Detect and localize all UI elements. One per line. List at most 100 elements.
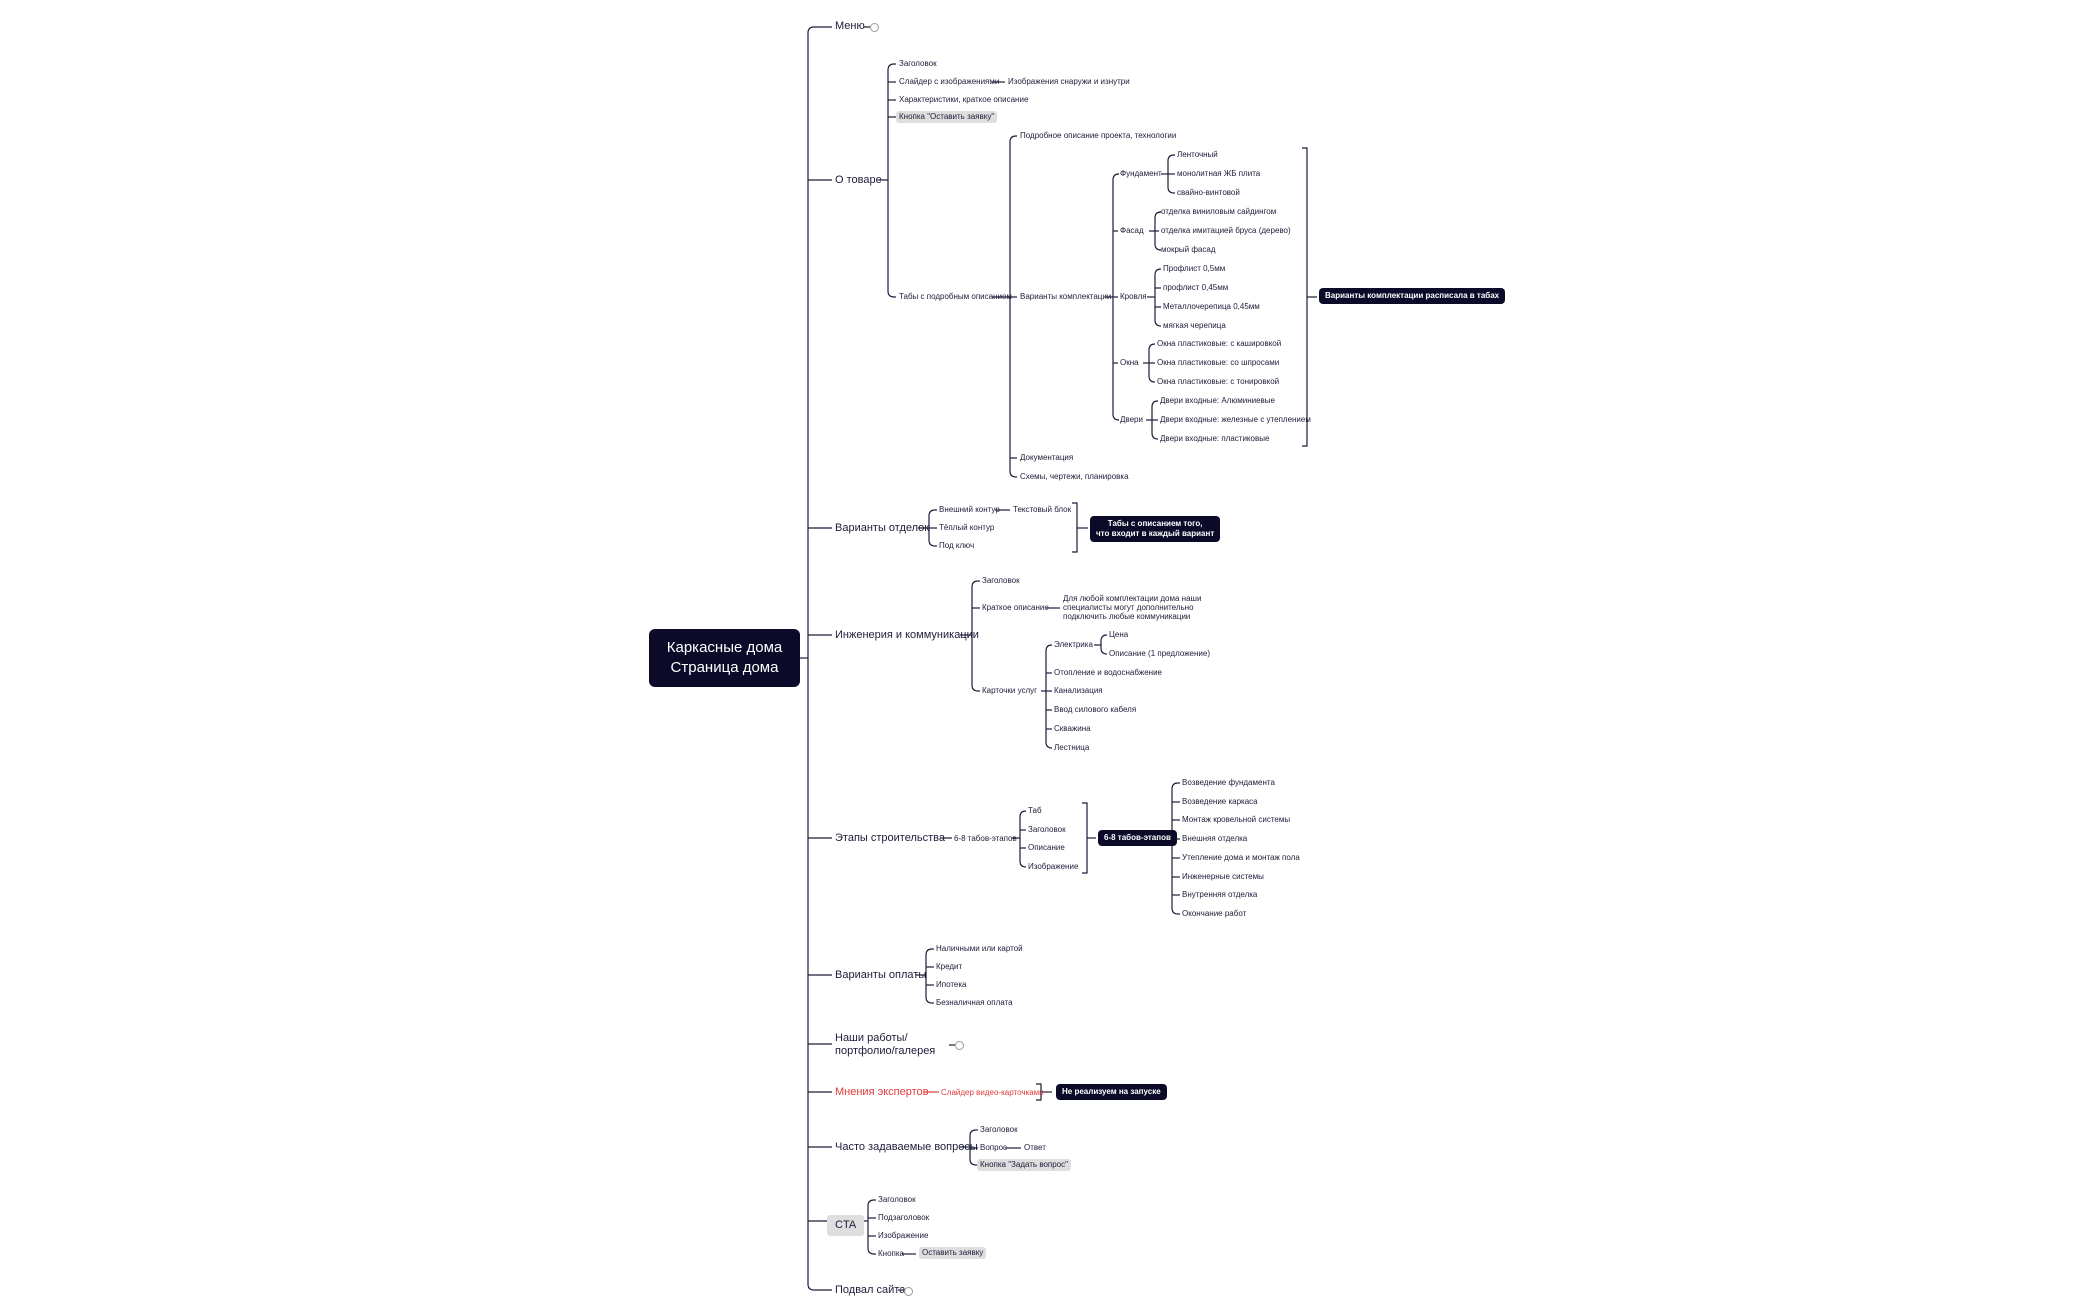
- eng-electric: Электрика: [1054, 640, 1093, 649]
- node-stages[interactable]: Этапы строительства: [835, 832, 945, 844]
- cta-item: Изображение: [878, 1231, 929, 1240]
- connector: [971, 580, 979, 692]
- collapse-icon[interactable]: [955, 1041, 964, 1050]
- roof-item: Металлочерепица 0,45мм: [1163, 302, 1260, 311]
- connector: [925, 948, 933, 1004]
- connector: [1082, 802, 1088, 874]
- stages-tab-item: Описание: [1028, 843, 1065, 852]
- node-footer[interactable]: Подвал сайта: [835, 1284, 906, 1296]
- faq-ask-button: Кнопка "Задать вопрос": [977, 1159, 1072, 1171]
- finish-item: Внешний контур: [939, 505, 1000, 514]
- eng-desc-line: подключить любые коммуникации: [1063, 612, 1191, 621]
- option-foundation: Фундамент: [1120, 169, 1162, 178]
- connector: [887, 63, 895, 298]
- eng-service: Скважина: [1054, 724, 1091, 733]
- stage-item: Утепление дома и монтаж пола: [1182, 853, 1300, 862]
- product-specs: Характеристики, краткое описание: [899, 95, 1029, 104]
- doors-item: Двери входные: пластиковые: [1160, 434, 1270, 443]
- node-works-line2[interactable]: портфолио/галерея: [835, 1045, 936, 1057]
- node-menu[interactable]: Меню: [835, 20, 865, 32]
- eng-short-desc: Краткое описание: [982, 603, 1049, 612]
- option-doors: Двери: [1120, 415, 1143, 424]
- stages-tab-item: Изображение: [1028, 862, 1079, 871]
- payment-item: Ипотека: [936, 980, 967, 989]
- root-node[interactable]: Каркасные дома Страница дома: [649, 629, 800, 687]
- connector: [1171, 782, 1179, 915]
- collapse-icon[interactable]: [904, 1287, 913, 1296]
- connector: [1009, 135, 1017, 478]
- node-payment[interactable]: Варианты оплаты: [835, 969, 927, 981]
- facade-item: отделка имитацией бруса (дерево): [1161, 226, 1291, 235]
- payment-item: Безналичная оплата: [936, 998, 1013, 1007]
- node-engineering[interactable]: Инженерия и коммуникации: [835, 629, 979, 641]
- stage-item: Инженерные системы: [1182, 872, 1264, 881]
- faq-title: Заголовок: [980, 1125, 1018, 1134]
- note-experts: Не реализуем на запуске: [1056, 1084, 1167, 1100]
- payment-item: Наличными или картой: [936, 944, 1023, 953]
- roof-item: профлист 0,45мм: [1163, 283, 1229, 292]
- stages-tabs: 6-8 табов-этапов: [954, 834, 1017, 843]
- finish-text-block: Текстовый блок: [1013, 505, 1072, 514]
- eng-desc-line: специалисты могут дополнительно: [1063, 603, 1194, 612]
- foundation-item: монолитная ЖБ плита: [1177, 169, 1261, 178]
- finish-item: Под ключ: [939, 541, 975, 550]
- faq-question: Вопрос: [980, 1143, 1008, 1152]
- roof-item: мягкая черепица: [1163, 321, 1226, 330]
- stage-item: Монтаж кровельной системы: [1182, 815, 1291, 824]
- node-faq[interactable]: Часто задаваемые вопросы: [835, 1141, 978, 1153]
- eng-title: Заголовок: [982, 576, 1020, 585]
- eng-service: Ввод силового кабеля: [1054, 705, 1137, 714]
- note-finishes-line1: Табы с описанием того,: [1107, 519, 1203, 528]
- finish-item: Тёплый контур: [939, 523, 995, 532]
- connector: [1154, 268, 1162, 327]
- payment-item: Кредит: [936, 962, 963, 971]
- note-finishes-line2: что входит в каждый вариант: [1096, 529, 1215, 538]
- cta-order-button: Оставить заявку: [919, 1247, 987, 1259]
- product-slider: Слайдер с изображениями: [899, 77, 1000, 86]
- product-tabs: Табы с подробным описанием: [899, 292, 1012, 301]
- stage-item: Возведение фундамента: [1182, 778, 1275, 787]
- root-title-line2: Страница дома: [670, 659, 779, 676]
- stages-tab-item: Заголовок: [1028, 825, 1066, 834]
- node-finishes[interactable]: Варианты отделок: [835, 522, 930, 534]
- eng-service: Канализация: [1054, 686, 1103, 695]
- product-schemes: Схемы, чертежи, планировка: [1020, 472, 1129, 481]
- doors-item: Двери входные: железные с утеплением: [1160, 415, 1311, 424]
- collapse-icon[interactable]: [870, 23, 879, 32]
- faq-answer: Ответ: [1024, 1143, 1046, 1152]
- roof-item: Профлист 0,5мм: [1163, 264, 1226, 273]
- connector: [867, 1199, 875, 1255]
- product-options: Варианты комплектации: [1020, 292, 1112, 301]
- foundation-item: свайно-винтовой: [1177, 188, 1240, 197]
- product-title: Заголовок: [899, 59, 937, 68]
- stage-item: Внешняя отделка: [1182, 834, 1248, 843]
- product-order-button: Кнопка "Оставить заявку": [896, 111, 998, 123]
- windows-item: Окна пластиковые: с кашировкой: [1157, 339, 1282, 348]
- node-works-line1[interactable]: Наши работы/: [835, 1032, 908, 1044]
- node-cta[interactable]: CTA: [827, 1215, 865, 1236]
- cta-item: Заголовок: [878, 1195, 916, 1204]
- note-finishes: Табы с описанием того, что входит в кажд…: [1090, 516, 1221, 542]
- connector: [1072, 502, 1078, 553]
- connector: [1100, 634, 1108, 655]
- eng-description: Описание (1 предложение): [1109, 649, 1211, 658]
- eng-desc-line: Для любой комплектации дома наши: [1063, 594, 1202, 603]
- connector: [1045, 644, 1053, 749]
- root-title-line1: Каркасные дома: [666, 639, 783, 656]
- facade-item: мокрый фасад: [1161, 245, 1216, 254]
- cta-item: Подзаголовок: [878, 1213, 930, 1222]
- facade-item: отделка виниловым сайдингом: [1161, 207, 1277, 216]
- cta-item: Кнопка: [878, 1249, 904, 1258]
- connector: [1019, 810, 1027, 868]
- connector: [807, 26, 815, 1291]
- node-experts[interactable]: Мнения экспертов: [835, 1086, 929, 1098]
- eng-price: Цена: [1109, 630, 1129, 639]
- product-docs: Документация: [1020, 453, 1074, 462]
- experts-slider: Слайдер видео-карточками: [941, 1088, 1044, 1097]
- node-product[interactable]: О товаре: [835, 174, 882, 186]
- windows-item: Окна пластиковые: со шпросами: [1157, 358, 1280, 367]
- option-roof: Кровля: [1120, 292, 1147, 301]
- doors-item: Двери входные: Алюминиевые: [1160, 396, 1275, 405]
- eng-service: Отопление и водоснабжение: [1054, 668, 1162, 677]
